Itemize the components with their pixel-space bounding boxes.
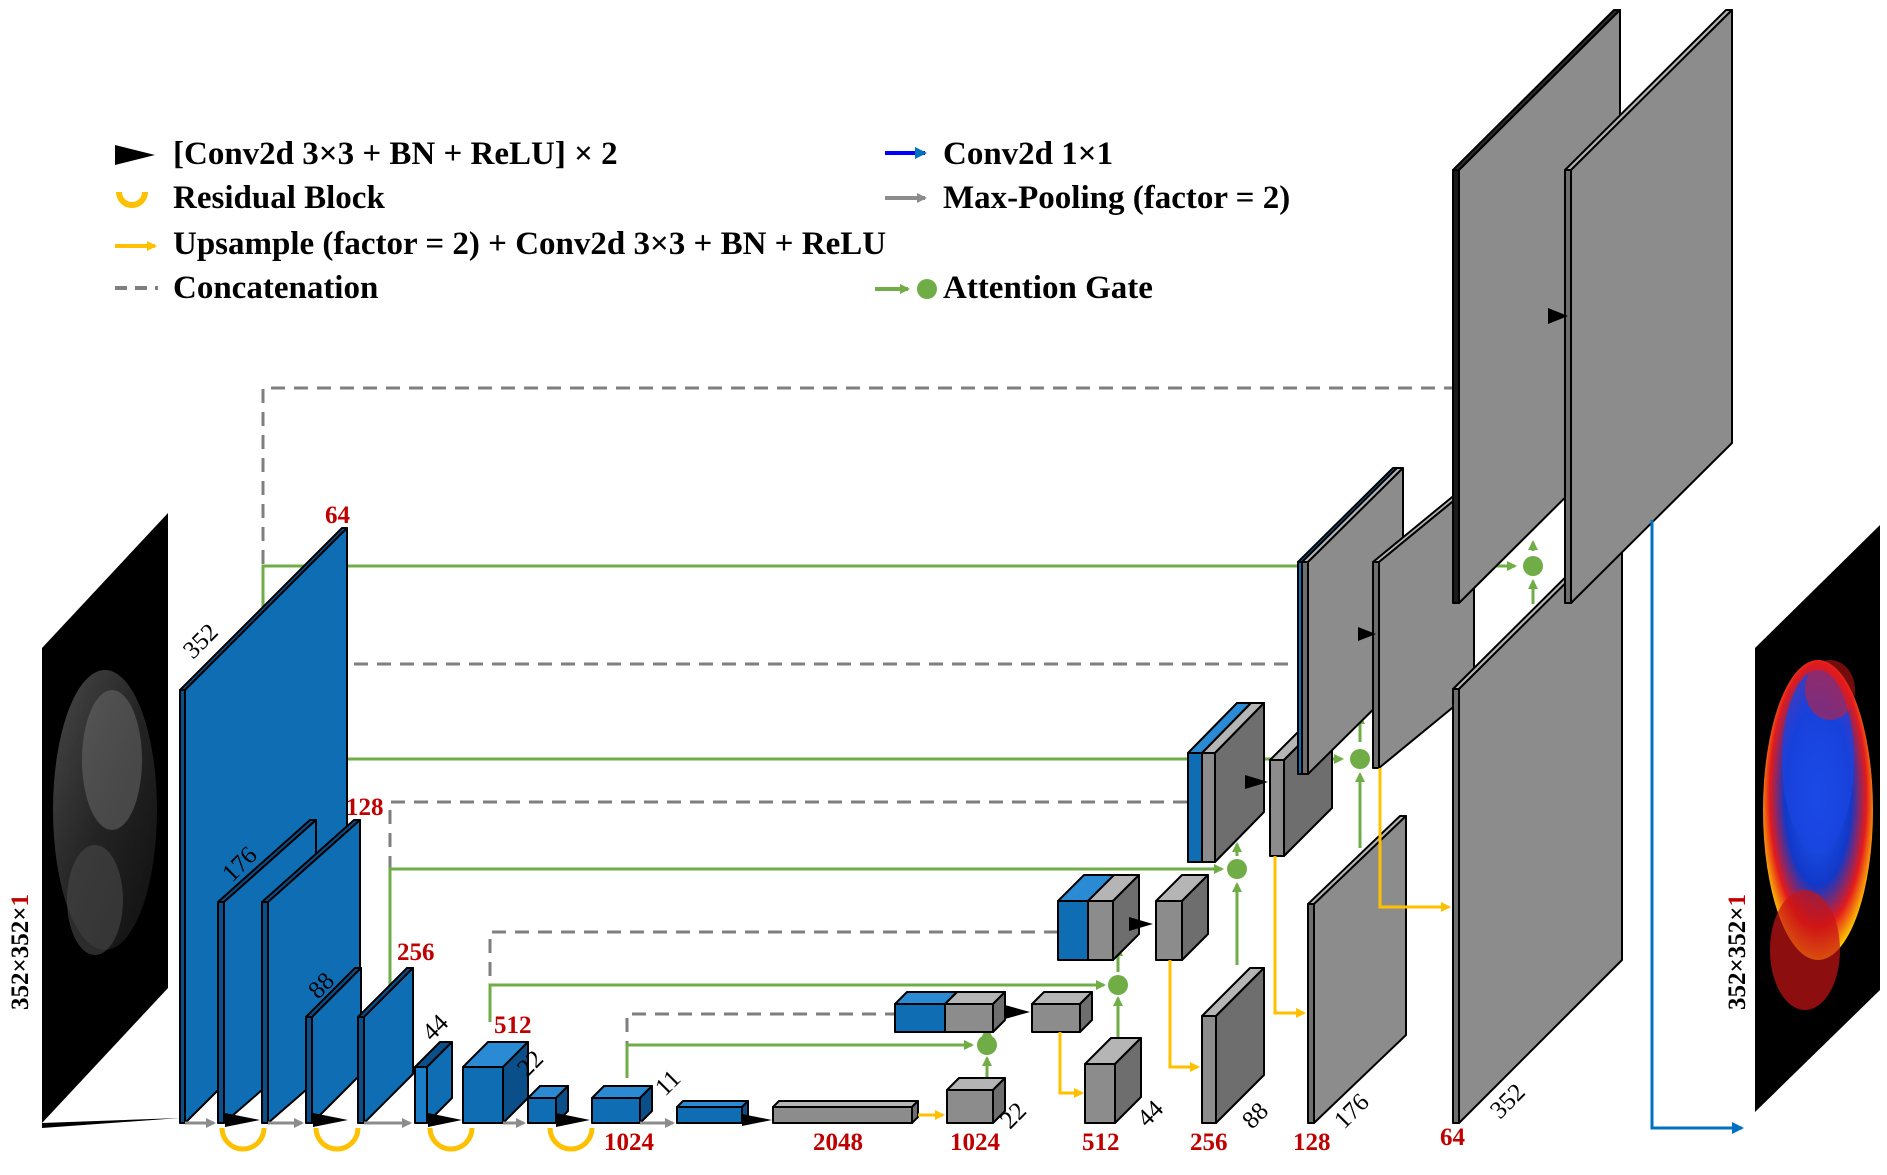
- decoder-upsampled-176: [1307, 815, 1407, 1124]
- conv-arrows-encoder: [225, 1113, 772, 1127]
- output-image: [1755, 525, 1880, 1112]
- decoder-out-22: [1031, 991, 1093, 1033]
- enc-ch-1024: 1024: [604, 1129, 655, 1156]
- decoder-out-176: [1372, 483, 1475, 769]
- encoder: [179, 527, 919, 1124]
- enc-ch-256: 256: [397, 939, 435, 966]
- attention-legend-dot: [917, 279, 937, 299]
- legend-maxpool: Max-Pooling (factor = 2): [943, 180, 1290, 216]
- dec-ch-256: 256: [1190, 1129, 1228, 1156]
- decoder-concat-44: [1057, 874, 1140, 961]
- legend-residual: Residual Block: [173, 180, 385, 216]
- encoder-block-44-a: [414, 1041, 453, 1124]
- decoder-upsampled-88: [1201, 967, 1265, 1124]
- enc-ch-128: 128: [346, 794, 384, 821]
- conv1x1-arrow: [1650, 520, 1744, 1134]
- decoder-out-352: [1564, 9, 1733, 604]
- decoder-concat-88: [1187, 702, 1265, 863]
- encoder-block-22-b: [591, 1085, 653, 1124]
- encoder-block-44-b: [462, 1041, 529, 1124]
- encoder-block-88-a: [305, 967, 362, 1124]
- output-size-label: 352×352×1: [1724, 894, 1751, 1010]
- attention-line-level1: [261, 561, 1517, 610]
- upsample-arrows: [918, 768, 1451, 1120]
- encoder-block-88-b: [357, 967, 414, 1124]
- dec-sp-88: 88: [1237, 1097, 1274, 1134]
- attention-line-level3: [388, 864, 1224, 984]
- decoder-concat-22: [894, 991, 1006, 1033]
- enc-sp-11: 11: [650, 1065, 686, 1101]
- decoder-upsampled-44: [1084, 1037, 1142, 1124]
- enc-ch-512: 512: [494, 1012, 532, 1039]
- attention-line-level5: [625, 1040, 974, 1078]
- concat-line-level2: [308, 662, 1305, 850]
- legend-upsample: Upsample (factor = 2) + Conv2d 3×3 + BN …: [173, 226, 886, 262]
- legend-concat: Concatenation: [173, 270, 378, 306]
- residual-legend-icon: [116, 191, 148, 208]
- encoder-block-11: [676, 1100, 749, 1124]
- encoder-block-22-a: [527, 1085, 569, 1124]
- concat-line-level3: [388, 800, 1195, 985]
- residual-icons: [219, 1127, 595, 1152]
- legend-conv-block: [Conv2d 3×3 + BN + ReLU] × 2: [173, 136, 618, 172]
- decoder-out-44: [1155, 874, 1209, 961]
- enc-ch-64: 64: [325, 502, 351, 529]
- enc-sp-44: 44: [417, 1009, 454, 1046]
- bottleneck-block-2048: [772, 1100, 919, 1124]
- conv-block-legend-icon: [115, 145, 155, 165]
- dec-ch-512: 512: [1082, 1129, 1120, 1156]
- dec-ch-128: 128: [1293, 1129, 1331, 1156]
- decoder-upsampled-352: [1452, 526, 1623, 1124]
- attention-line-level4: [488, 980, 1106, 1022]
- legend-conv1x1: Conv2d 1×1: [943, 136, 1113, 172]
- enc-ch-2048: 2048: [813, 1129, 863, 1156]
- decoder-upsampled-22: [946, 1077, 1006, 1124]
- dec-ch-64: 64: [1440, 1124, 1466, 1151]
- input-size-label: 352×352×1: [7, 894, 34, 1010]
- legend-attention: Attention Gate: [943, 270, 1153, 306]
- input-image: [42, 513, 180, 1128]
- decoder: [894, 9, 1733, 1124]
- concat-line-level1: [261, 386, 1458, 610]
- dec-ch-1024: 1024: [950, 1129, 1001, 1156]
- conv-arrows-decoder: [1005, 308, 1568, 1019]
- attention-gates: [977, 556, 1543, 1055]
- legend: [Conv2d 3×3 + BN + ReLU] × 2 Residual Bl…: [115, 136, 1290, 306]
